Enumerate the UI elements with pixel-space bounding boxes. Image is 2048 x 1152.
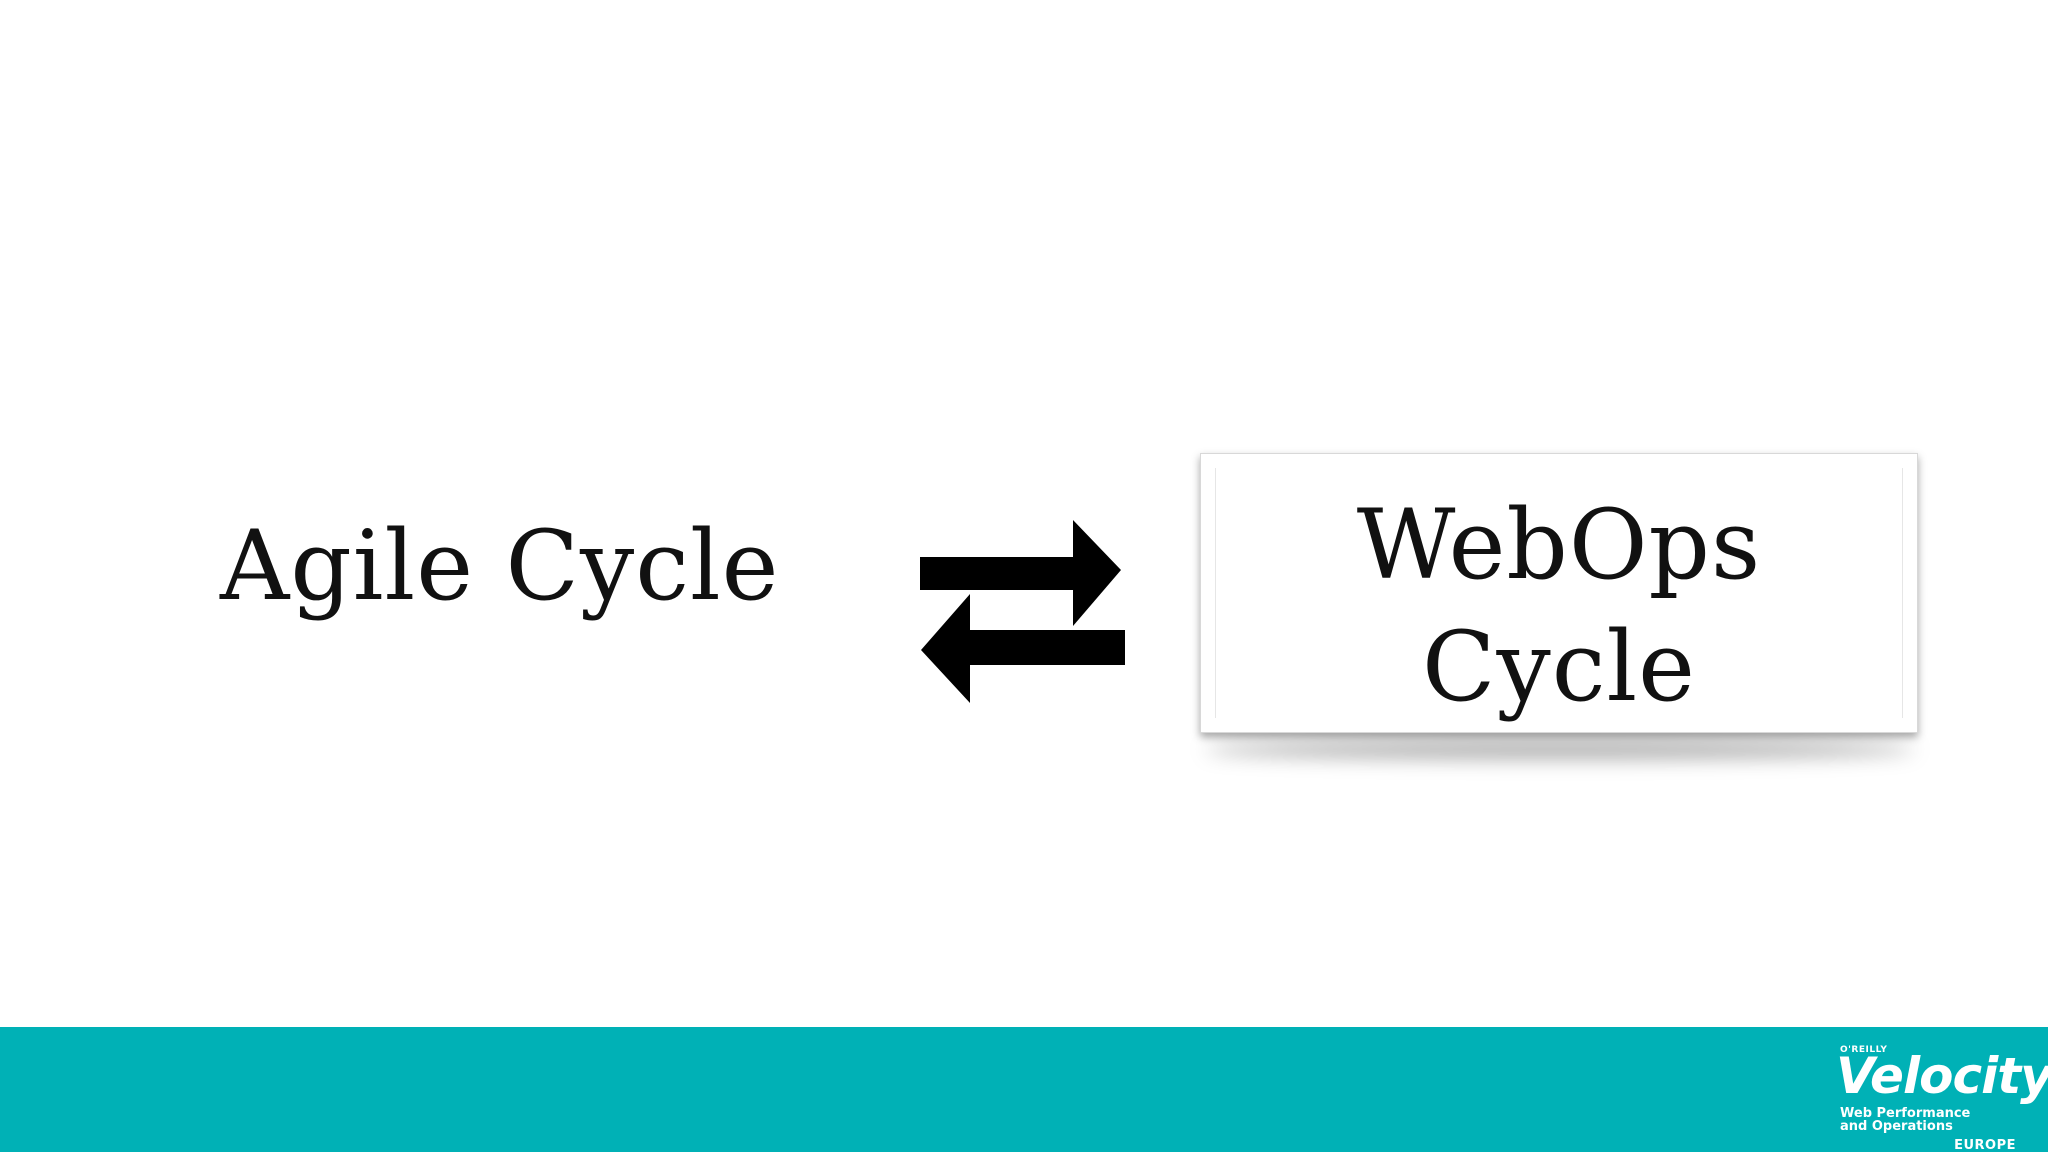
exchange-arrows-icon xyxy=(920,520,1125,703)
webops-cycle-card: WebOps Cycle xyxy=(1200,453,1918,733)
logo-region: EUROPE xyxy=(1954,1138,2016,1152)
card-line-2: Cycle xyxy=(1422,611,1696,723)
card-text: WebOps Cycle xyxy=(1201,484,1917,728)
oreilly-mark: O'REILLY xyxy=(1840,1045,1888,1055)
logo-tagline-2: and Operations xyxy=(1840,1119,1953,1134)
velocity-logo: O'REILLY Velocity Web Performance and Op… xyxy=(1836,1037,2048,1152)
logo-tagline-1: Web Performance xyxy=(1840,1106,1971,1121)
card-line-1: WebOps xyxy=(1356,489,1762,601)
card-inner-frame xyxy=(1215,468,1903,718)
velocity-wordmark: Velocity xyxy=(1836,1047,2048,1105)
card-shadow xyxy=(1205,740,1915,758)
footer-bar: O'REILLY Velocity Web Performance and Op… xyxy=(0,1027,2048,1152)
agile-cycle-label: Agile Cycle xyxy=(220,510,780,622)
